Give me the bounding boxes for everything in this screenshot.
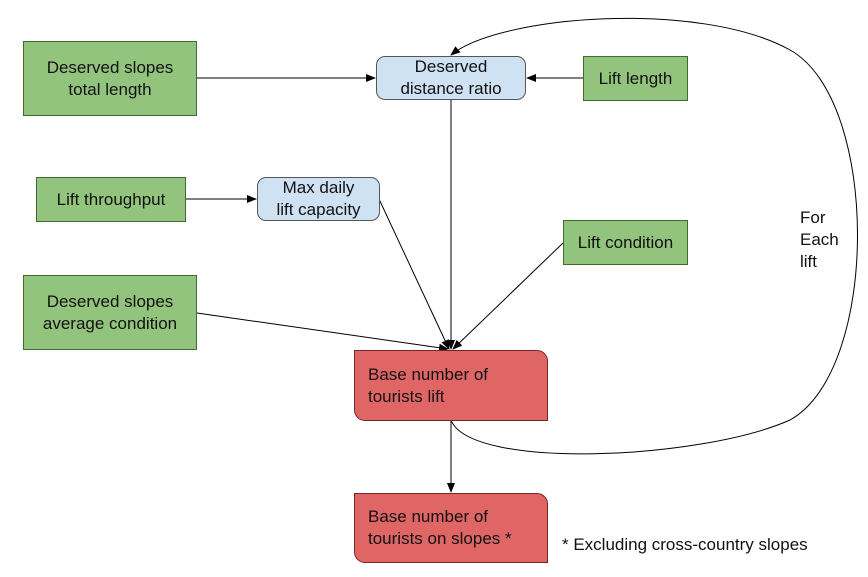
lift-condition-node: Lift condition bbox=[563, 220, 688, 265]
deserved-slopes-average-condition-label: Deserved slopes average condition bbox=[42, 291, 178, 333]
lift-condition-label: Lift condition bbox=[577, 232, 674, 252]
loop-label: For Each lift bbox=[800, 208, 839, 271]
lift-throughput-node: Lift throughput bbox=[36, 177, 186, 222]
lift-length-label: Lift length bbox=[598, 68, 673, 88]
footnote: * Excluding cross-country slopes bbox=[562, 535, 808, 554]
max-daily-lift-capacity-node: Max daily lift capacity bbox=[257, 177, 380, 221]
deserved-distance-ratio-label: Deserved distance ratio bbox=[400, 57, 502, 98]
base-number-tourists-lift-label: Base number of tourists lift bbox=[368, 364, 489, 406]
edge-condition-to-base-lift bbox=[452, 242, 564, 350]
lift-length-node: Lift length bbox=[583, 56, 688, 101]
deserved-slopes-total-length-node: Deserved slopes total length bbox=[23, 41, 197, 116]
deserved-distance-ratio-node: Deserved distance ratio bbox=[376, 56, 526, 100]
deserved-slopes-average-condition-node: Deserved slopes average condition bbox=[23, 275, 197, 350]
edge-capacity-to-base-lift bbox=[378, 198, 450, 350]
max-daily-lift-capacity-label: Max daily lift capacity bbox=[276, 178, 361, 219]
base-number-tourists-lift-node: Base number of tourists lift bbox=[354, 350, 548, 421]
edge-avg-condition-to-base-lift bbox=[196, 312, 449, 352]
base-number-tourists-slopes-node: Base number of tourists on slopes * bbox=[354, 493, 548, 563]
loop-arrow bbox=[450, 17, 858, 455]
lift-throughput-label: Lift throughput bbox=[56, 189, 166, 209]
base-number-tourists-slopes-label: Base number of tourists on slopes * bbox=[368, 507, 512, 548]
deserved-slopes-total-length-label: Deserved slopes total length bbox=[46, 57, 174, 99]
